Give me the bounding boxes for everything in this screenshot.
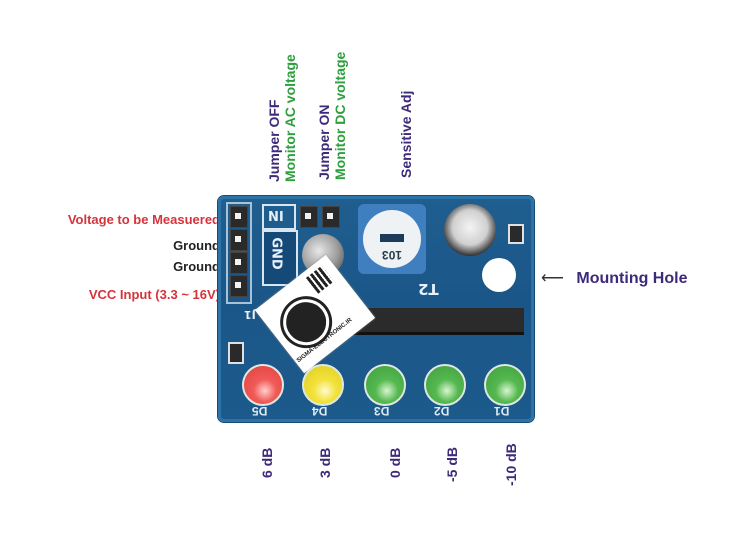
potentiometer-slot	[380, 234, 404, 242]
smd-resistor-top	[508, 224, 524, 244]
header-pin-ground-2	[230, 252, 248, 274]
smd-resistor-left	[228, 342, 244, 364]
label-sensitive-adj: Sensitive Adj	[398, 91, 414, 178]
label-voltage-measured: Voltage to be Measuered	[67, 212, 220, 227]
silk-d4: D4	[312, 404, 328, 418]
header-pin-ground-1	[230, 229, 248, 251]
label-level-d4: 3 dB	[317, 447, 333, 478]
silk-d5: D5	[252, 404, 268, 418]
arrow-left-icon: ⟵	[541, 270, 564, 287]
potentiometer-103[interactable]: 103	[358, 204, 426, 274]
pcb-board: J1 IN GND 103 T2 SIGMA-ELECTRONIC.IR D5 …	[218, 196, 534, 422]
led-d1	[484, 364, 526, 406]
silk-gnd: GND	[268, 237, 284, 270]
jumper-on-text: Jumper ON	[316, 104, 332, 180]
label-level-d2: -5 dB	[444, 447, 460, 482]
jumper-off-text: Jumper OFF	[266, 99, 282, 182]
silk-pot-value: 103	[382, 248, 403, 262]
silk-d1: D1	[494, 404, 510, 418]
led-d3	[364, 364, 406, 406]
mounting-hole-callout: ⟵ Mounting Hole	[541, 268, 687, 288]
header-pin-vcc	[230, 275, 248, 297]
mounting-hole-text: Mounting Hole	[576, 270, 688, 287]
led-d5	[242, 364, 284, 406]
silk-t2: T2	[418, 280, 439, 298]
sensitive-adj-text: Sensitive Adj	[398, 90, 414, 178]
monitor-ac-text: Monitor AC voltage	[282, 54, 298, 182]
label-vcc-input: VCC Input (3.3 ~ 16V)	[88, 287, 220, 302]
j1-outline	[226, 202, 252, 304]
led-d4	[302, 364, 344, 406]
silk-in: IN	[268, 207, 284, 222]
monitor-dc-text: Monitor DC voltage	[332, 51, 348, 180]
label-jumper-on: Jumper ON Monitor DC voltage	[316, 52, 348, 180]
capacitor-large	[444, 204, 496, 256]
label-level-d5: 6 dB	[259, 447, 275, 478]
header-pin-signal	[230, 206, 248, 228]
led-d2	[424, 364, 466, 406]
sticker-logo	[273, 289, 339, 355]
label-jumper-off: Jumper OFF Monitor AC voltage	[266, 54, 298, 182]
jumper-pin-2	[322, 206, 340, 228]
mounting-hole	[482, 258, 516, 292]
jumper-pin-1	[300, 206, 318, 228]
silk-d3: D3	[374, 404, 390, 418]
label-level-d1: -10 dB	[503, 443, 519, 486]
in-box	[262, 204, 296, 230]
gnd-block	[262, 230, 298, 286]
label-level-d3: 0 dB	[387, 447, 403, 478]
label-ground-2: Ground	[173, 259, 220, 274]
label-ground-1: Ground	[173, 238, 220, 253]
silk-d2: D2	[434, 404, 450, 418]
sticker-qr-icon	[305, 265, 334, 294]
